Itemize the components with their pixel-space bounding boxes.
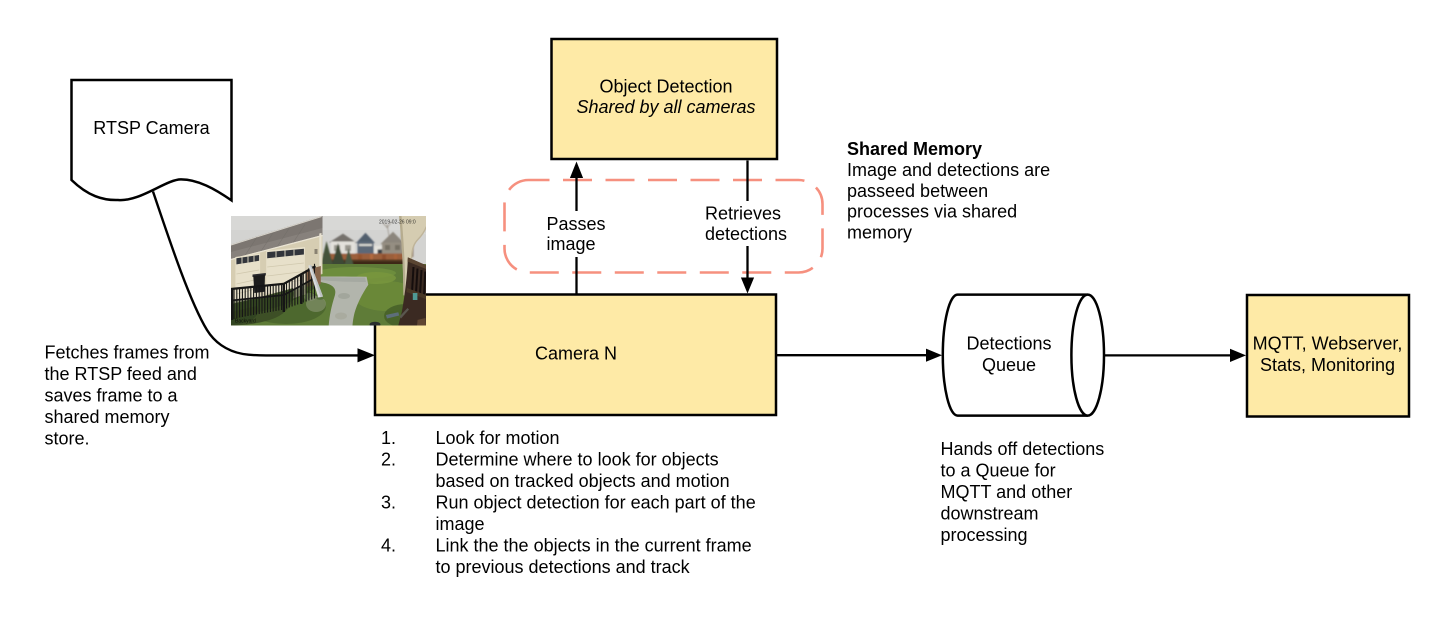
svg-text:Camera N: Camera N: [535, 344, 617, 364]
svg-text:4.: 4.: [381, 535, 396, 555]
svg-text:2019-02-26 09:0: 2019-02-26 09:0: [379, 220, 416, 226]
svg-text:MQTT, Webserver,: MQTT, Webserver,: [1253, 333, 1403, 353]
svg-text:Image and detections are: Image and detections are: [847, 160, 1050, 180]
svg-text:Backyard: Backyard: [235, 319, 256, 325]
svg-text:3.: 3.: [381, 492, 396, 512]
svg-text:MQTT and other: MQTT and other: [941, 482, 1073, 502]
svg-text:Look for motion: Look for motion: [436, 428, 560, 448]
svg-text:image: image: [547, 234, 596, 254]
svg-text:saves frame to a: saves frame to a: [45, 385, 179, 405]
svg-text:to a Queue for: to a Queue for: [941, 460, 1056, 480]
svg-text:shared memory: shared memory: [45, 407, 170, 427]
svg-text:Hands off detections: Hands off detections: [941, 439, 1105, 459]
svg-text:Retrieves: Retrieves: [705, 204, 781, 224]
svg-text:detections: detections: [705, 224, 787, 244]
svg-text:the RTSP feed and: the RTSP feed and: [45, 364, 197, 384]
svg-text:Passes: Passes: [547, 214, 606, 234]
svg-text:Detections: Detections: [966, 333, 1051, 353]
svg-text:Stats, Monitoring: Stats, Monitoring: [1260, 355, 1395, 375]
svg-text:Determine where to look for ob: Determine where to look for objects: [436, 449, 719, 469]
svg-text:store.: store.: [45, 428, 90, 448]
svg-text:2.: 2.: [381, 449, 396, 469]
svg-text:1.: 1.: [381, 428, 396, 448]
svg-text:Object Detection: Object Detection: [599, 76, 732, 96]
svg-text:memory: memory: [847, 222, 912, 242]
svg-text:Fetches frames from: Fetches frames from: [45, 342, 210, 362]
svg-text:Queue: Queue: [982, 355, 1036, 375]
svg-text:Link the the objects in the cu: Link the the objects in the current fram…: [436, 535, 752, 555]
svg-text:processes via shared: processes via shared: [847, 202, 1017, 222]
svg-text:Shared by all cameras: Shared by all cameras: [576, 97, 755, 117]
svg-text:passeed between: passeed between: [847, 181, 988, 201]
svg-text:downstream: downstream: [941, 503, 1039, 523]
svg-text:processing: processing: [941, 525, 1028, 545]
svg-text:based on tracked objects and m: based on tracked objects and motion: [436, 471, 730, 491]
svg-text:Shared Memory: Shared Memory: [847, 139, 982, 159]
svg-text:to previous detections and tra: to previous detections and track: [436, 557, 691, 577]
svg-text:image: image: [436, 514, 485, 534]
svg-text:RTSP Camera: RTSP Camera: [93, 118, 210, 138]
svg-text:Run object detection for each: Run object detection for each part of th…: [436, 492, 756, 512]
